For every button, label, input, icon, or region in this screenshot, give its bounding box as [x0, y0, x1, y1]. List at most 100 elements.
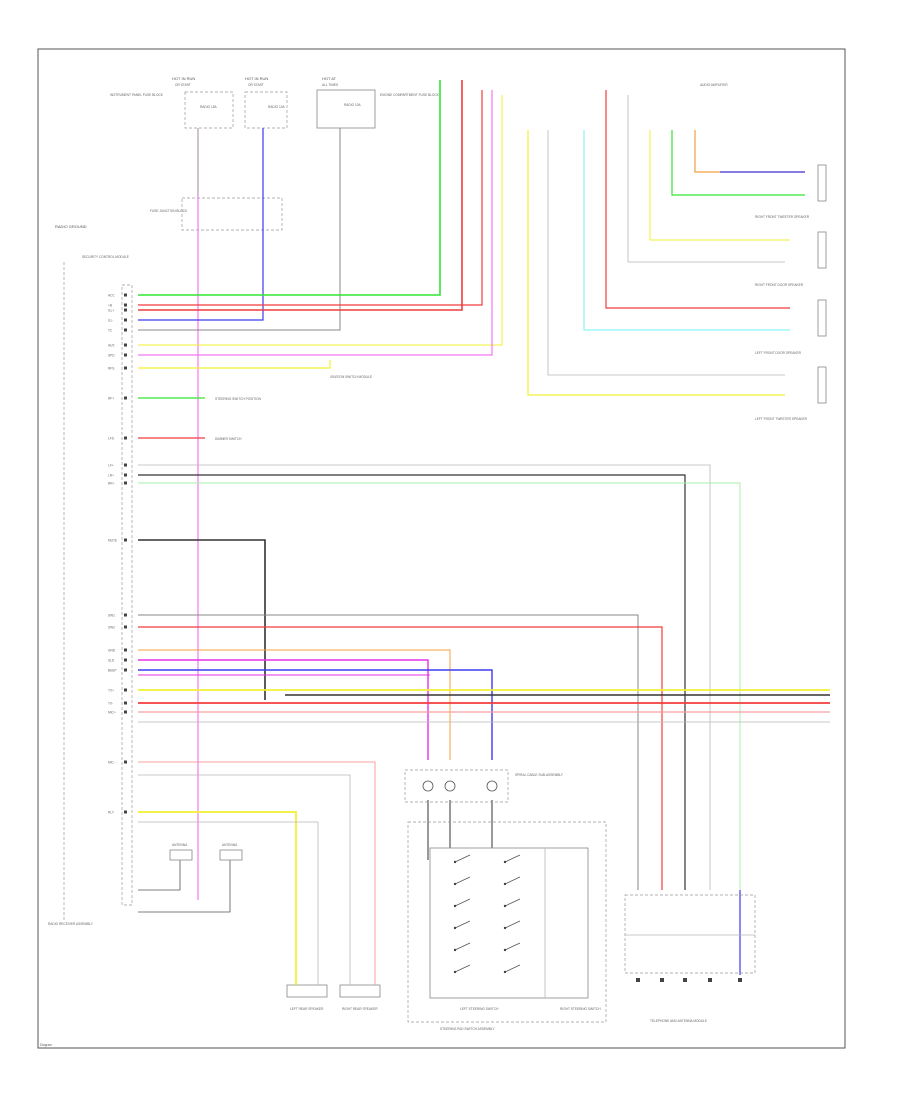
pin-label: SW2 — [108, 626, 115, 630]
pin-label: ILL+ — [108, 309, 114, 313]
switch-contact — [454, 854, 471, 863]
pin-marker — [124, 668, 127, 672]
fuse-3-title: HOT AT — [322, 76, 337, 81]
wire-lgreen-mid — [138, 482, 741, 890]
fuse-1-box — [184, 91, 234, 129]
fuse-2-rating: RADIO 10A — [268, 105, 286, 109]
pin-marker — [124, 538, 127, 542]
switch-contact — [504, 898, 521, 907]
antenna-2-symbol — [219, 849, 243, 861]
wire-gray-lft — [547, 130, 785, 376]
switch-node — [503, 904, 507, 908]
pin-marker — [124, 318, 127, 322]
telephone-module-outline — [624, 894, 756, 974]
wire-blue-spiral — [138, 669, 493, 760]
pin-marker — [124, 658, 127, 662]
wire-gray-mid — [138, 464, 711, 890]
pin-marker — [124, 328, 127, 332]
fuse-2-box — [244, 91, 288, 129]
pin-label: RR+ — [108, 482, 115, 486]
wire-gray-rr — [138, 774, 351, 885]
spk-rr-symbol — [339, 984, 381, 998]
switch-contact — [504, 942, 521, 951]
pin-marker — [124, 303, 127, 307]
tel-pin — [708, 978, 712, 982]
switch-contact — [454, 920, 471, 929]
pin-label: RFS — [108, 367, 114, 371]
pin-marker — [124, 353, 127, 357]
telephone-module: TELEPHONE AND ANTENNA MODULE — [624, 894, 756, 1023]
pin-marker — [124, 473, 127, 477]
fuse-3-sub: ALL TIMES — [322, 83, 338, 87]
right-speakers: AUDIO AMPLIFIER RIGHT FRONT TWEETER SPEA… — [700, 83, 827, 421]
wire-cyan-lf — [583, 130, 790, 331]
spk-rf-connector — [817, 299, 827, 337]
wire-red-rf — [605, 90, 790, 309]
fuse-2-title: HOT IN RUN — [245, 76, 268, 81]
pin-marker — [124, 613, 127, 617]
switch-node — [453, 926, 457, 930]
pin-label: MIC+ — [108, 711, 116, 715]
telephone-label: TELEPHONE AND ANTENNA MODULE — [650, 1019, 707, 1023]
security-note-label: SECURITY CONTROL MODULE — [82, 255, 129, 259]
pin-label: BEEP — [108, 669, 117, 673]
tel-pin — [738, 978, 742, 982]
spk-lr-symbol — [286, 984, 328, 998]
pin-label: ACC — [108, 294, 115, 298]
switch-contact — [504, 854, 521, 863]
fusible-note: FUSE JUNCTION BLOCK — [150, 209, 188, 213]
fuse-3-box — [316, 89, 376, 129]
diagram-frame — [37, 48, 846, 1049]
wire-orange-spiral — [138, 649, 451, 760]
spk-rf-label: RIGHT FRONT DOOR SPEAKER — [755, 283, 804, 287]
switch-node — [503, 926, 507, 930]
spiral-pin-2 — [444, 780, 456, 792]
switch-node — [453, 948, 457, 952]
wire-gray-fuse3 — [138, 128, 341, 331]
pin-marker — [124, 463, 127, 467]
wire-yellow-lr — [138, 811, 297, 885]
pin-label: MIC- — [108, 761, 115, 765]
wire-ant2 — [138, 860, 231, 913]
fuse-1-rating: RADIO 15A — [200, 105, 218, 109]
fuse-1-note: INSTRUMENT PANEL FUSE BLOCK — [110, 93, 164, 97]
pin-marker — [124, 648, 127, 652]
pin-marker — [124, 710, 127, 714]
switch-marks — [453, 854, 521, 974]
pin-marker — [124, 343, 127, 347]
wire-ant1 — [138, 860, 181, 891]
wire-red-tel — [138, 626, 663, 890]
right-top-note: AUDIO AMPLIFIER — [700, 83, 728, 87]
wire-lred-rr — [138, 761, 376, 885]
spk-rr-label: RIGHT REAR SPEAKER — [342, 1007, 378, 1011]
wire-blue-fuse2 — [138, 128, 264, 321]
spk-lf-label: LEFT FRONT DOOR SPEAKER — [755, 351, 802, 355]
pin-marker — [124, 481, 127, 485]
tel-pin — [683, 978, 687, 982]
switch-node — [503, 948, 507, 952]
switch-contact — [504, 920, 521, 929]
pin-label: ILL- — [108, 319, 114, 323]
pin-label: RLY — [108, 811, 115, 815]
pin-label: SW1 — [108, 614, 115, 618]
pin-marker — [124, 810, 127, 814]
wire-green-amp — [671, 130, 805, 196]
spk-lf-connector — [817, 366, 827, 404]
wire-black-shield — [138, 539, 266, 700]
fuse-1-sub: OR START — [175, 83, 191, 87]
switch-node — [453, 904, 457, 908]
pin-marker — [124, 308, 127, 312]
wire-red-top — [138, 80, 463, 311]
wire-yellow-rft — [649, 130, 790, 241]
rear-speakers: LEFT REAR SPEAKER RIGHT REAR SPEAKER — [286, 885, 381, 1011]
switch-node — [503, 860, 507, 864]
wire-yellow-lft — [527, 130, 785, 396]
right-switch-label: RIGHT STEERING SWITCH — [560, 1007, 601, 1011]
spk-rf-tw-label: RIGHT FRONT TWEETER SPEAKER — [755, 215, 810, 219]
radio-ground-label: RADIO GROUND — [55, 224, 87, 229]
pin-label: TC — [108, 329, 113, 333]
spk-rf-tw-connector — [817, 231, 827, 269]
steering-assembly-label: STEERING PAD SWITCH ASSEMBLY — [440, 1027, 495, 1031]
switch-node — [503, 882, 507, 886]
